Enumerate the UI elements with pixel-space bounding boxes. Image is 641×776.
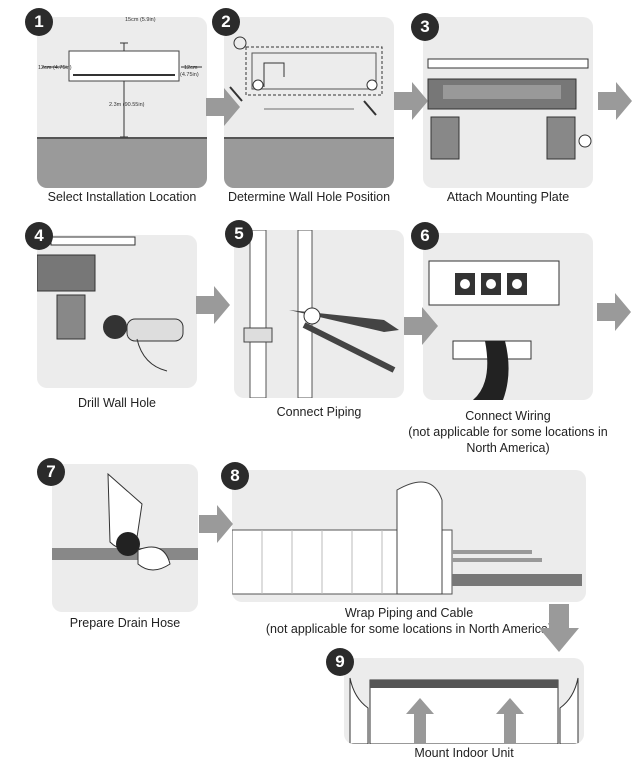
- step-1-caption: Select Installation Location: [47, 190, 197, 204]
- mounting-plate-illustration: [427, 58, 592, 160]
- step-5-panel: [234, 230, 404, 398]
- step-8-panel: [232, 470, 586, 602]
- step-2-panel: [224, 17, 394, 188]
- step-4-panel: [37, 235, 197, 388]
- arrow-right-icon: [598, 82, 632, 120]
- step-3-caption: Attach Mounting Plate: [446, 190, 570, 204]
- step-2-badge: 2: [212, 8, 240, 36]
- step-3-badge: 3: [411, 13, 439, 41]
- arrow-down-icon: [539, 604, 579, 652]
- step-7-caption: Prepare Drain Hose: [69, 616, 181, 630]
- drain-hose-illustration: [52, 472, 198, 571]
- wrap-piping-illustration: [232, 481, 582, 595]
- step-7-panel: [52, 464, 198, 612]
- arrow-right-icon: [199, 505, 233, 543]
- arrow-right-icon: [206, 88, 240, 126]
- step-9-panel: [344, 658, 584, 744]
- step-6-note: (not applicable for some locations in: [408, 425, 608, 439]
- connect-wiring-illustration: [428, 260, 560, 400]
- step-2-caption: Determine Wall Hole Position: [227, 190, 391, 204]
- step-4-badge: 4: [25, 222, 53, 250]
- step-1-panel: 15cm (5.9in) 12cm (4.75in) 12cm (4.75in)…: [37, 17, 207, 188]
- step-6-caption: Connect Wiring: [465, 409, 551, 423]
- step-7-badge: 7: [37, 458, 65, 486]
- step-6-badge: 6: [411, 222, 439, 250]
- drill-wall-hole-illustration: [37, 236, 184, 372]
- arrow-right-icon: [597, 293, 631, 331]
- dim-right-inches: (4.75in): [180, 72, 199, 78]
- mount-indoor-unit-illustration: [349, 677, 579, 744]
- step-3-panel: [423, 17, 593, 188]
- dim-left: 12cm (4.75in): [38, 65, 72, 71]
- step-8-caption: Wrap Piping and Cable: [344, 606, 474, 620]
- step-8-note: (not applicable for some locations in No…: [265, 622, 553, 636]
- connect-piping-illustration: [243, 230, 399, 398]
- step-6-note-line2: North America): [466, 441, 550, 455]
- step-5-badge: 5: [225, 220, 253, 248]
- step-9-badge: 9: [326, 648, 354, 676]
- step-8-badge: 8: [221, 462, 249, 490]
- dim-floor: 2.3m (90.55in): [109, 102, 145, 108]
- wall-hole-position-illustration: [224, 36, 394, 188]
- arrow-right-icon: [394, 82, 428, 120]
- dim-right: 12cm: [184, 65, 198, 71]
- dim-top: 15cm (5.9in): [125, 17, 156, 23]
- step-5-caption: Connect Piping: [276, 405, 362, 419]
- arrow-right-icon: [404, 307, 438, 345]
- arrow-right-icon: [196, 286, 230, 324]
- step-4-caption: Drill Wall Hole: [77, 396, 156, 410]
- step-9-caption: Mount Indoor Unit: [414, 746, 514, 760]
- installation-location-illustration: [37, 42, 207, 188]
- step-1-badge: 1: [25, 8, 53, 36]
- step-6-panel: [423, 233, 593, 400]
